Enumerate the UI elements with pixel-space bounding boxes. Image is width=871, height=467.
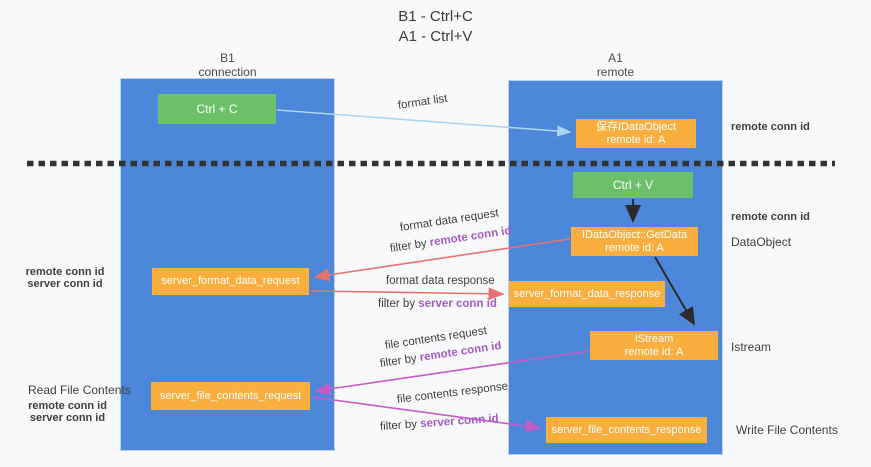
msg-filter-prefix-2: filter by <box>378 298 419 310</box>
node-server-file-contents-response: server_file_contents_response <box>546 417 707 443</box>
column-a1-role: remote <box>596 65 635 79</box>
label-istream: Istream <box>731 340 772 354</box>
msg-format-list: format list <box>397 92 449 112</box>
node-istream-line1: IStream <box>634 332 674 345</box>
node-getdata-line1: IDataObject::GetData <box>581 228 688 241</box>
msg-filter-id-1: remote conn id <box>428 224 513 249</box>
label-read-file-contents: Read File Contents <box>28 383 131 397</box>
label-remote-conn-id-bottom-left: remote conn id <box>28 400 107 412</box>
node-server-format-data-request: server_format_data_request <box>152 268 309 295</box>
node-file-response-label: server_file_contents_response <box>551 423 702 436</box>
msg-format-data-response: format data response <box>386 275 495 287</box>
node-getdata-line2: remote id: A <box>605 241 664 254</box>
msg-file-contents-response: file contents response <box>396 380 509 406</box>
msg-filter-id-2: server conn id <box>418 298 497 310</box>
msg-filter-prefix-1: filter by <box>389 237 431 255</box>
label-write-file-contents: Write File Contents <box>736 423 838 437</box>
label-server-conn-id-mid-left: server conn id <box>27 278 103 290</box>
node-istream-line2: remote id: A <box>624 345 684 358</box>
node-format-request-label: server_format_data_request <box>161 275 300 287</box>
label-group-left-bottom: remote conn id server conn id <box>20 400 115 424</box>
label-remote-conn-id-top-right: remote conn id <box>731 121 810 133</box>
label-remote-conn-id-mid-left: remote conn id <box>25 266 105 278</box>
column-a1-name: A1 <box>608 51 623 65</box>
node-istream: IStream remote id: A <box>590 331 718 360</box>
label-dataobject: DataObject <box>731 235 792 249</box>
node-ctrl-v: Ctrl + V <box>573 172 693 198</box>
diagram-title: B1 - Ctrl+C A1 - Ctrl+V <box>0 7 871 47</box>
column-header-b1: B1 connection <box>120 51 335 79</box>
title-line-1: B1 - Ctrl+C <box>398 8 473 25</box>
label-remote-conn-id-mid-right: remote conn id <box>731 211 810 223</box>
label-server-conn-id-bottom-left: server conn id <box>29 412 106 424</box>
column-header-a1: A1 remote <box>508 51 723 79</box>
msg-filter-id-4: server conn id <box>419 412 500 431</box>
node-save-idataobject-line2: remote id: A <box>606 133 666 146</box>
format-data-response-arrow <box>310 287 505 301</box>
node-server-file-contents-request: server_file_contents_request <box>151 382 310 410</box>
msg-filter-by-server-1: filter by server conn id <box>378 298 497 310</box>
node-ctrl-v-label: Ctrl + V <box>612 177 654 192</box>
node-ctrl-c: Ctrl + C <box>158 94 276 124</box>
node-server-format-data-response: server_format_data_response <box>509 281 665 307</box>
msg-filter-by-server-2: filter by server conn id <box>380 413 499 433</box>
column-b1-name: B1 <box>220 51 235 65</box>
node-format-response-label: server_format_data_response <box>513 287 661 300</box>
msg-filter-prefix-4: filter by <box>379 418 421 433</box>
column-b1-role: connection <box>198 65 257 79</box>
node-file-request-label: server_file_contents_request <box>159 389 302 402</box>
node-save-idataobject: 保存IDataObject remote id: A <box>576 119 696 148</box>
node-save-idataobject-line1: 保存IDataObject <box>595 120 677 133</box>
msg-filter-prefix-3: filter by <box>379 352 421 370</box>
node-ctrl-c-label: Ctrl + C <box>196 101 238 116</box>
title-line-2: A1 - Ctrl+V <box>398 28 473 45</box>
node-idataobject-getdata: IDataObject::GetData remote id: A <box>571 227 698 256</box>
label-group-left-mid: remote conn id server conn id <box>20 266 110 290</box>
